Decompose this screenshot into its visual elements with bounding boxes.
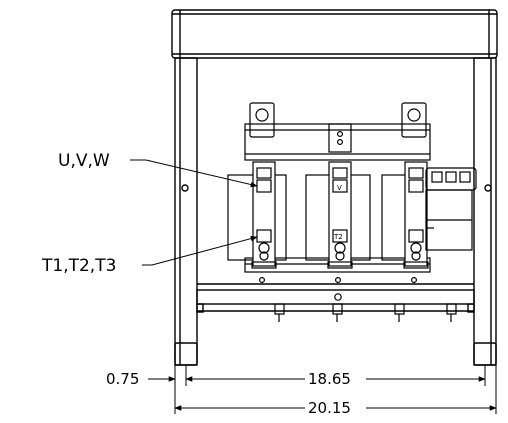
reactor-assembly xyxy=(227,102,477,322)
base-bolt-hole xyxy=(334,293,342,301)
left-leg xyxy=(174,57,198,366)
dim-leg-offset: 0.75 xyxy=(106,370,139,388)
callout-input-terminals: U,V,W xyxy=(58,151,110,171)
mounting-tab-left xyxy=(249,102,275,138)
coil-3 xyxy=(381,161,429,269)
dimension-lines xyxy=(148,365,497,414)
terminal-mark-bottom: T2 xyxy=(333,233,343,241)
dim-overall-width: 20.15 xyxy=(308,399,351,417)
terminal-mark-top: V xyxy=(337,184,342,192)
mounting-studs xyxy=(274,303,457,322)
mounting-tab-right xyxy=(401,102,427,138)
callout-leaders xyxy=(130,159,258,266)
coil-2 xyxy=(305,161,371,269)
terminal-t3 xyxy=(408,229,424,243)
right-leg xyxy=(473,57,497,366)
top-cover xyxy=(171,9,498,59)
callout-output-terminals: T1,T2,T3 xyxy=(41,256,116,276)
leader-t1-t2-t3 xyxy=(142,235,258,266)
terminal-t2 xyxy=(332,229,348,243)
dim-inner-width: 18.65 xyxy=(308,370,351,388)
leader-u-v-w xyxy=(130,159,258,188)
base-rail xyxy=(196,289,475,305)
terminal-w xyxy=(408,179,424,193)
terminal-v xyxy=(332,179,348,193)
coil-1 xyxy=(227,161,287,269)
mounting-tab-center xyxy=(328,123,352,153)
thermal-switch-box xyxy=(425,167,477,251)
